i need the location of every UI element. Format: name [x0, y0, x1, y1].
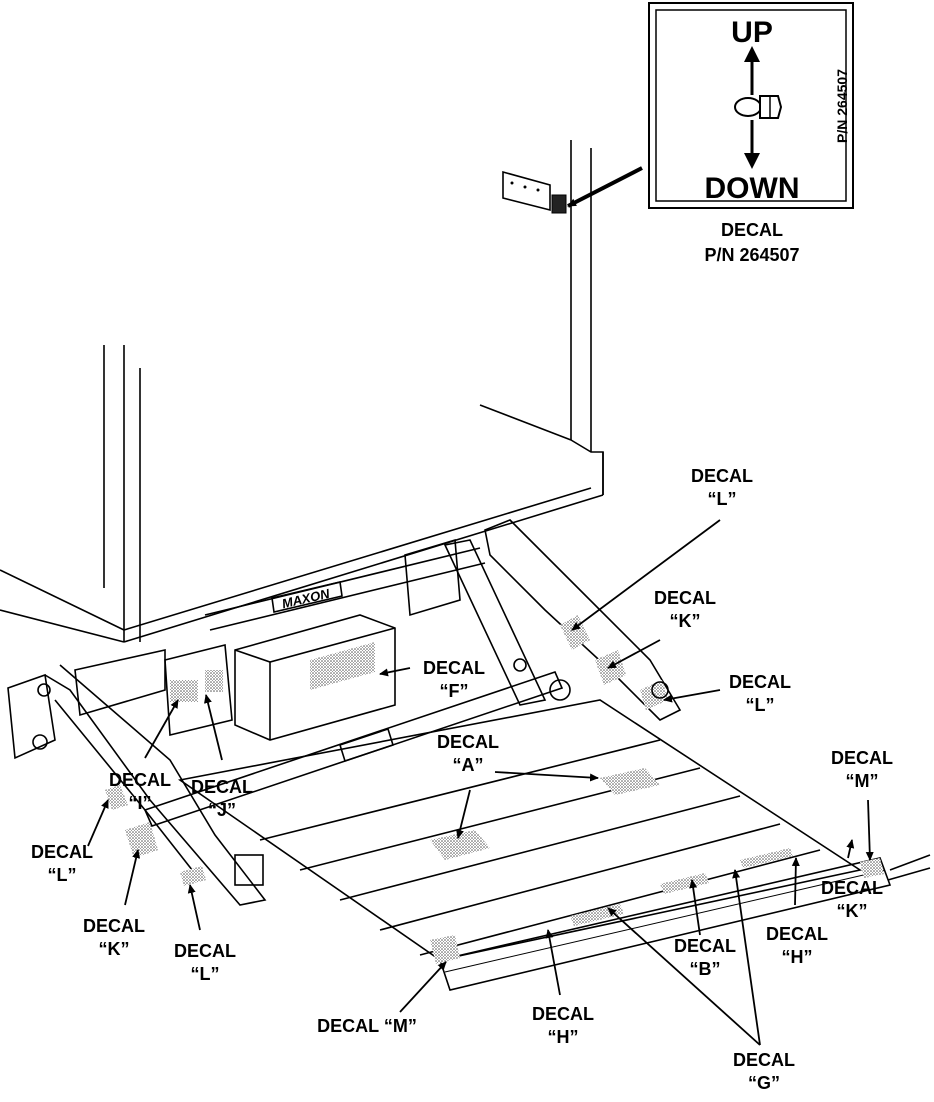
svg-text:DECAL: DECAL — [831, 748, 893, 768]
wall-switch — [502, 170, 567, 214]
svg-text:DECAL: DECAL — [654, 588, 716, 608]
svg-text:DECAL: DECAL — [83, 916, 145, 936]
svg-text:DECAL: DECAL — [766, 924, 828, 944]
svg-text:DECAL: DECAL — [691, 466, 753, 486]
label-decal-k-left: DECAL “K” — [83, 916, 145, 959]
switch-leader-arrow — [567, 166, 643, 208]
svg-text:“H”: “H” — [548, 1027, 579, 1047]
truck-body — [0, 140, 643, 643]
label-decal-h-bottom: DECAL “H” — [532, 1004, 594, 1047]
leader-lines — [87, 519, 874, 1046]
decal-up-text: UP — [731, 16, 773, 49]
label-decal-b: DECAL “B” — [674, 936, 736, 979]
arrow-up-icon — [744, 46, 760, 95]
toggle-switch-icon — [734, 95, 783, 119]
decal-caption-line1: DECAL — [721, 220, 783, 240]
svg-text:“G”: “G” — [748, 1073, 780, 1093]
svg-text:DECAL: DECAL — [31, 842, 93, 862]
liftgate-mechanism: MAXON — [7, 519, 931, 991]
label-decal-j: DECAL “J” — [191, 777, 253, 820]
label-decal-m-bottom: DECAL “M” — [317, 1016, 417, 1036]
svg-text:“M”: “M” — [846, 771, 879, 791]
svg-text:DECAL “M”: DECAL “M” — [317, 1016, 417, 1036]
control-decal-box: UP DOWN P/N 264507 DECAL P/N 264507 — [648, 2, 854, 265]
svg-text:“I”: “I” — [128, 793, 151, 813]
decal-labels: DECAL “F” DECAL “I” DECAL “J” DECAL “A” … — [31, 466, 893, 1093]
svg-text:DECAL: DECAL — [532, 1004, 594, 1024]
label-decal-l-left: DECAL “L” — [31, 842, 93, 885]
svg-text:“B”: “B” — [690, 959, 721, 979]
svg-text:DECAL: DECAL — [191, 777, 253, 797]
svg-text:“L”: “L” — [708, 489, 737, 509]
decal-a-area-2 — [600, 768, 660, 795]
svg-text:DECAL: DECAL — [437, 732, 499, 752]
decal-inner-border — [655, 9, 847, 202]
decal-caption-line2: P/N 264507 — [704, 245, 799, 265]
svg-text:“F”: “F” — [440, 681, 469, 701]
label-decal-k-top: DECAL “K” — [654, 588, 716, 631]
svg-text:DECAL: DECAL — [674, 936, 736, 956]
decal-i-area — [170, 680, 198, 702]
svg-text:“L”: “L” — [746, 695, 775, 715]
decal-down-text: DOWN — [705, 172, 800, 205]
decal-a-area-1 — [430, 830, 490, 860]
label-decal-k-right: DECAL “K” — [821, 878, 883, 921]
svg-text:“L”: “L” — [48, 865, 77, 885]
svg-text:“K”: “K” — [99, 939, 130, 959]
label-decal-f: DECAL “F” — [423, 658, 485, 701]
label-decal-g: DECAL “G” — [733, 1050, 795, 1093]
svg-text:“K”: “K” — [670, 611, 701, 631]
arrow-down-icon — [744, 120, 760, 169]
label-decal-h-right: DECAL “H” — [766, 924, 828, 967]
label-decal-l-bottom: DECAL “L” — [174, 941, 236, 984]
decal-f-area — [310, 642, 375, 690]
label-decal-m-right: DECAL “M” — [831, 748, 893, 791]
svg-text:DECAL: DECAL — [423, 658, 485, 678]
svg-text:“L”: “L” — [191, 964, 220, 984]
svg-text:“J”: “J” — [208, 800, 236, 820]
svg-text:“H”: “H” — [782, 947, 813, 967]
label-decal-l-right: DECAL “L” — [729, 672, 791, 715]
svg-text:DECAL: DECAL — [729, 672, 791, 692]
label-decal-i: DECAL “I” — [109, 770, 171, 813]
svg-text:DECAL: DECAL — [733, 1050, 795, 1070]
svg-text:DECAL: DECAL — [109, 770, 171, 790]
svg-text:“A”: “A” — [453, 755, 484, 775]
decal-part-number-vertical: P/N 264507 — [834, 69, 850, 143]
svg-text:DECAL: DECAL — [821, 878, 883, 898]
svg-text:DECAL: DECAL — [174, 941, 236, 961]
label-decal-a: DECAL “A” — [437, 732, 499, 775]
svg-text:“K”: “K” — [837, 901, 868, 921]
label-decal-l-top: DECAL “L” — [691, 466, 753, 509]
decal-m-area-right — [860, 858, 884, 878]
decal-m-area-bottom — [430, 935, 460, 964]
decal-j-area — [205, 670, 223, 692]
